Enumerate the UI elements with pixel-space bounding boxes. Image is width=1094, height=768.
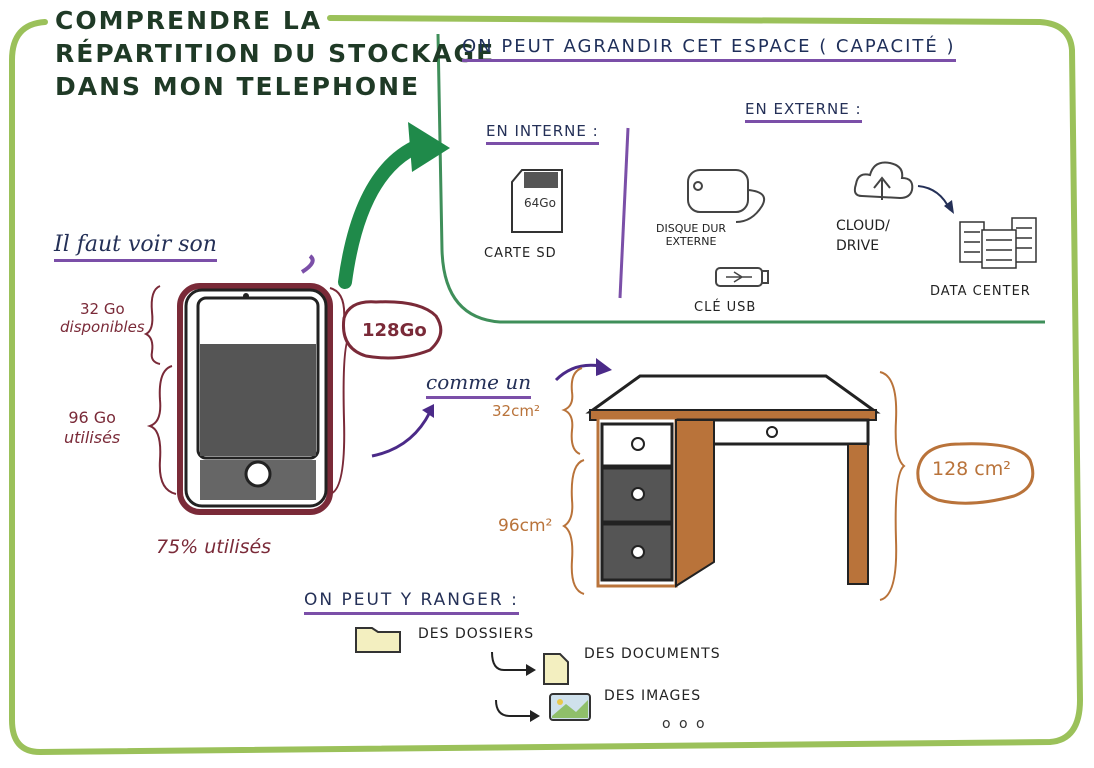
desk-total-bubble <box>916 442 1035 505</box>
page-title: COMPRENDRE LA RÉPARTITION DU STOCKAGE DA… <box>55 4 495 103</box>
title-line-2: RÉPARTITION DU STOCKAGE <box>55 39 496 68</box>
interne-externe-divider <box>618 127 630 299</box>
phone-total-bubble <box>341 300 443 360</box>
hard-drive-icon <box>687 169 766 223</box>
desk-intro: comme un <box>426 370 532 399</box>
expand-heading: ON PEUT AGRANDIR CET ESPACE ( CAPACITÉ ) <box>462 36 956 62</box>
desk-top-area: 32cm² <box>492 402 540 420</box>
storage-images: DES IMAGES <box>604 688 702 704</box>
storage-documents: DES DOCUMENTS <box>584 646 721 662</box>
hdd-caption: DISQUE DUR EXTERNE <box>656 222 726 248</box>
storage-folders: DES DOSSIERS <box>418 626 535 642</box>
title-line-1: COMPRENDRE LA <box>55 6 323 35</box>
storage-ellipsis: o o o <box>662 716 707 732</box>
phone-brace-left-top <box>143 285 161 365</box>
desk-total: 128 cm² <box>932 458 1011 480</box>
desk-intro-arrow <box>554 363 601 382</box>
hdd-caption-line-1: DISQUE DUR <box>656 222 727 235</box>
capacity-box <box>436 33 1045 324</box>
internal-label: EN INTERNE : <box>486 122 599 145</box>
phone-to-desk-arrow <box>371 411 432 458</box>
title-line-3: DANS MON TELEPHONE <box>55 72 421 101</box>
datacenter-caption: DATA CENTER <box>930 284 1031 299</box>
big-green-arrow-head <box>408 122 450 172</box>
phone-brace-left-bottom <box>146 365 177 495</box>
desk-bottom-area: 96cm² <box>498 516 553 536</box>
phone-used: 96 Go utilisés <box>64 408 120 448</box>
outer-frame <box>9 15 1084 756</box>
sd-caption: CARTE SD <box>484 246 557 261</box>
phone-illustration <box>177 283 333 515</box>
cloud-caption: CLOUD/ DRIVE <box>836 216 890 256</box>
desk-illustration <box>585 374 881 588</box>
phone-intro-arrow <box>300 254 315 274</box>
phone-percent-used: 75% utilisés <box>156 536 272 558</box>
big-green-arrow <box>338 138 427 289</box>
desk-brace-right <box>879 371 906 601</box>
cloud-icon <box>853 161 914 200</box>
phone-available-label: disponibles <box>60 318 145 336</box>
phone-available-amount: 32 Go <box>79 300 125 318</box>
usb-key-icon <box>715 267 769 287</box>
image-icon <box>549 693 591 721</box>
external-label: EN EXTERNE : <box>745 100 862 123</box>
phone-used-label: utilisés <box>64 428 121 447</box>
usb-caption: CLÉ USB <box>694 300 757 315</box>
desk-brace-left-top <box>561 367 583 455</box>
phone-available: 32 Go disponibles <box>60 300 145 336</box>
sd-capacity: 64Go <box>524 196 556 210</box>
desk-brace-left-bottom <box>562 459 585 595</box>
phone-used-amount: 96 Go <box>68 408 116 427</box>
used-storage-fill <box>200 344 316 456</box>
phone-total: 128Go <box>362 320 427 341</box>
phone-intro: Il faut voir son <box>54 232 217 262</box>
datacenter-icon <box>959 217 1037 269</box>
document-icon <box>543 653 569 685</box>
hdd-caption-line-2: EXTERNE <box>665 235 717 248</box>
cloud-caption-line-2: DRIVE <box>836 238 880 254</box>
cloud-caption-line-1: CLOUD/ <box>836 218 890 234</box>
sd-card-icon <box>511 169 563 233</box>
folder-to-documents-arrow <box>491 651 530 671</box>
storage-heading: ON PEUT Y RANGER : <box>304 590 519 615</box>
documents-to-images-arrow <box>495 699 534 717</box>
folder-icon <box>355 627 401 653</box>
